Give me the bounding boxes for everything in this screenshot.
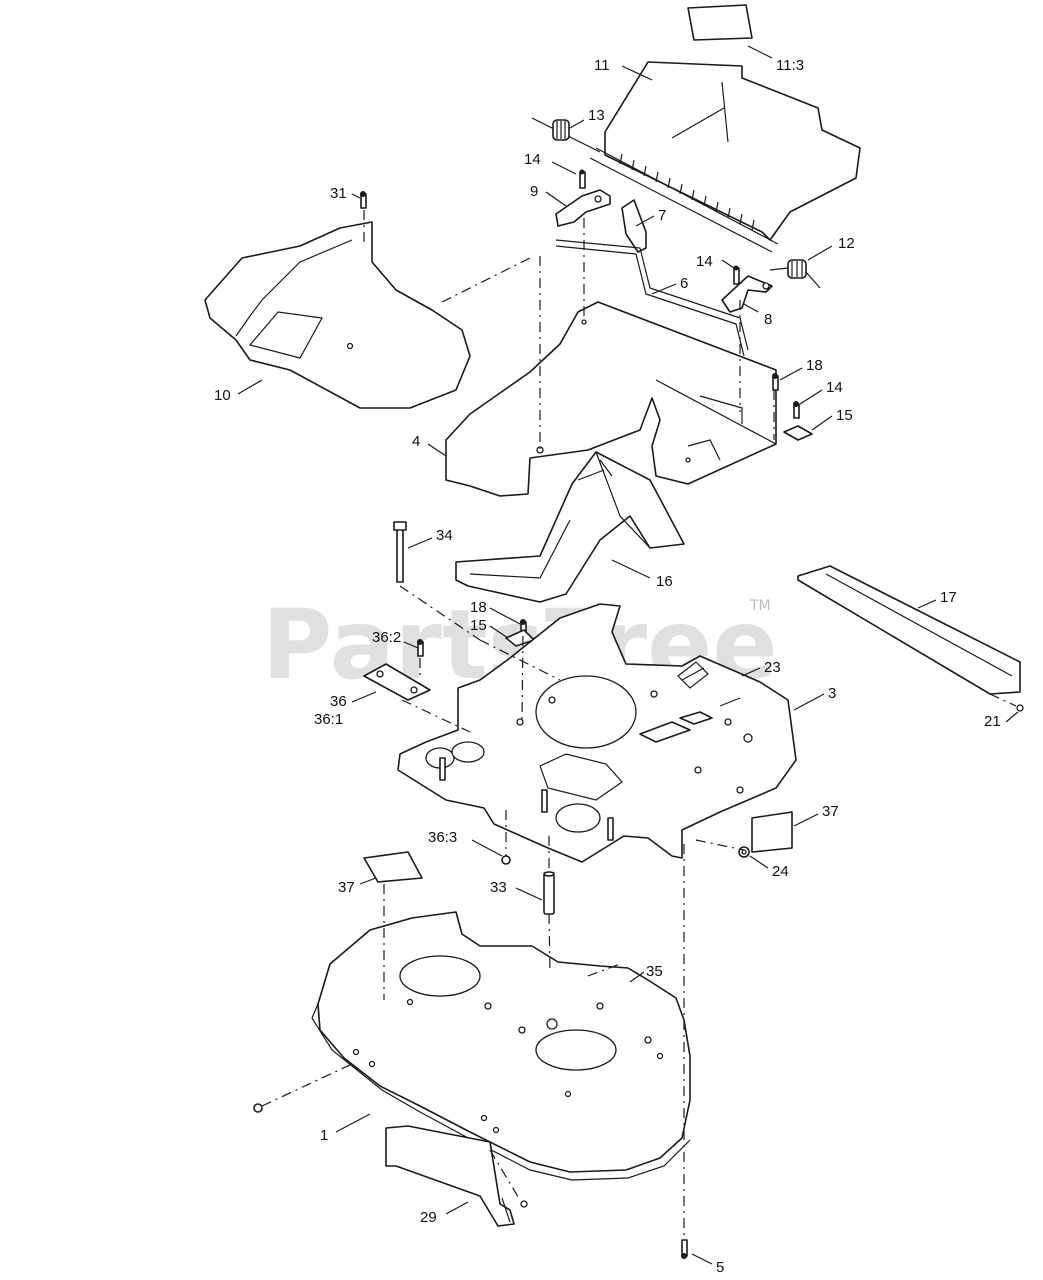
part-18-bolt-upper[interactable] xyxy=(772,373,779,391)
callout-16[interactable]: 16 xyxy=(656,573,673,590)
part-23-bracket[interactable] xyxy=(677,661,709,689)
part-16-tunnel[interactable] xyxy=(455,451,685,603)
callout-15-center[interactable]: 15 xyxy=(470,617,487,634)
callout-34[interactable]: 34 xyxy=(436,527,453,544)
part-31-bolt[interactable] xyxy=(360,191,367,209)
callout-29[interactable]: 29 xyxy=(420,1209,437,1226)
part-12-spring[interactable] xyxy=(769,259,821,289)
callout-12[interactable]: 12 xyxy=(838,235,855,252)
callout-6[interactable]: 6 xyxy=(680,275,688,292)
part-1-deck[interactable] xyxy=(311,911,691,1181)
deck-screw-left[interactable] xyxy=(253,1103,263,1113)
part-17-trim[interactable] xyxy=(797,565,1021,695)
callout-14-upper[interactable]: 14 xyxy=(524,151,541,168)
callout-36-1[interactable]: 36:1 xyxy=(314,711,343,728)
callout-9[interactable]: 9 xyxy=(530,183,538,200)
callout-37-right[interactable]: 37 xyxy=(822,803,839,820)
part-5-bolt[interactable] xyxy=(681,1239,688,1259)
callout-11[interactable]: 11 xyxy=(594,57,610,74)
callout-21[interactable]: 21 xyxy=(984,713,1001,730)
callout-labels: 11:3 11 13 14 9 7 31 12 14 6 8 18 14 15 … xyxy=(214,57,1001,1276)
callout-17[interactable]: 17 xyxy=(940,589,957,606)
callout-11-3[interactable]: 11:3 xyxy=(776,57,804,74)
callout-31[interactable]: 31 xyxy=(330,185,347,202)
callout-10[interactable]: 10 xyxy=(214,387,231,404)
callout-4[interactable]: 4 xyxy=(412,433,420,450)
alignment-lines xyxy=(261,210,1017,1240)
callout-14-mid[interactable]: 14 xyxy=(696,253,713,270)
part-36-plate[interactable] xyxy=(363,663,431,701)
callout-36-2[interactable]: 36:2 xyxy=(372,629,401,646)
part-8-bracket[interactable] xyxy=(721,265,773,313)
callout-15-right[interactable]: 15 xyxy=(836,407,853,424)
callout-18-center[interactable]: 18 xyxy=(470,599,487,616)
callout-8[interactable]: 8 xyxy=(764,311,772,328)
callout-37-left[interactable]: 37 xyxy=(338,879,355,896)
part-13-spring[interactable] xyxy=(531,117,601,153)
part-29-bracket[interactable] xyxy=(385,1125,515,1227)
part-21-screw[interactable] xyxy=(1016,704,1024,712)
part-7-handle[interactable] xyxy=(621,199,647,253)
part-34-bolt[interactable] xyxy=(393,521,407,583)
part-11-3-decal[interactable] xyxy=(687,4,753,41)
callout-24[interactable]: 24 xyxy=(772,863,789,880)
part-15-plate-right[interactable] xyxy=(783,425,813,441)
part-9-bracket[interactable] xyxy=(555,169,611,227)
watermark-trademark: TM xyxy=(749,598,771,614)
part-37-decal-left[interactable] xyxy=(363,851,423,883)
callout-7[interactable]: 7 xyxy=(658,207,666,224)
callout-23[interactable]: 23 xyxy=(764,659,781,676)
part-24-nut[interactable] xyxy=(738,846,750,858)
callout-13[interactable]: 13 xyxy=(588,107,605,124)
part-11-seat-pan[interactable] xyxy=(589,61,861,253)
callout-35[interactable]: 35 xyxy=(646,963,663,980)
callout-14-right[interactable]: 14 xyxy=(826,379,843,396)
callout-5[interactable]: 5 xyxy=(716,1259,724,1276)
part-33-spacer[interactable] xyxy=(543,871,555,915)
part-3-frame[interactable] xyxy=(397,603,797,863)
leader-lines xyxy=(237,45,1019,1265)
part-37-decal-right[interactable] xyxy=(751,811,793,853)
part-36-3-nut[interactable] xyxy=(501,855,511,865)
part-6-rod[interactable] xyxy=(555,239,749,357)
callout-3[interactable]: 3 xyxy=(828,685,836,702)
part-36-2-bolt[interactable] xyxy=(417,639,424,657)
callout-18-upper[interactable]: 18 xyxy=(806,357,823,374)
callout-36-3[interactable]: 36:3 xyxy=(428,829,457,846)
part-14-bolt-right[interactable] xyxy=(793,401,800,419)
callout-1[interactable]: 1 xyxy=(320,1127,328,1144)
part-4-console[interactable] xyxy=(445,301,777,497)
callout-33[interactable]: 33 xyxy=(490,879,507,896)
callout-36[interactable]: 36 xyxy=(330,693,347,710)
part-10-seat[interactable] xyxy=(204,221,471,409)
part-29-screw[interactable] xyxy=(520,1200,528,1208)
